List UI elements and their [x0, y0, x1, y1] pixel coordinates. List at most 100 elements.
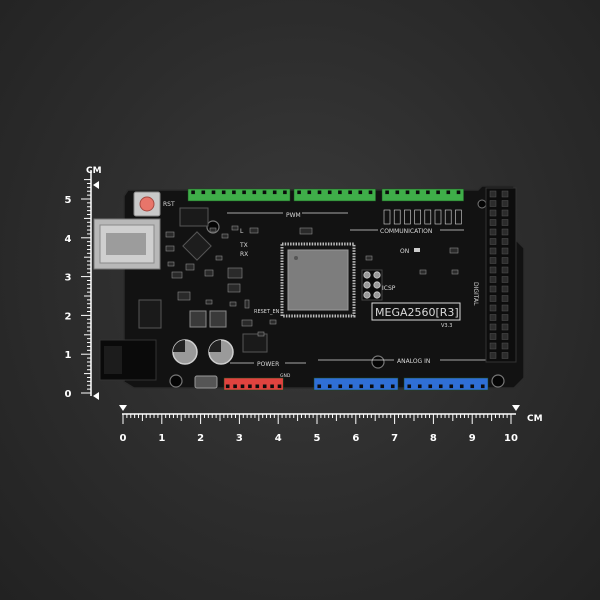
pin-label-box	[414, 209, 421, 225]
h-ruler-label: 8	[430, 433, 437, 444]
pin-headers	[187, 187, 517, 391]
pwm-label: PWM	[286, 212, 301, 219]
pwm-header-0-7	[293, 188, 376, 202]
pin-label-box	[444, 209, 452, 225]
header-pin	[225, 384, 230, 389]
header-pin	[501, 342, 509, 350]
h-ruler-unit: CM	[527, 414, 543, 424]
header-pin	[262, 190, 267, 195]
header-pin	[233, 384, 237, 389]
header-pin	[489, 314, 497, 321]
header-pin	[438, 384, 443, 389]
header-pin	[338, 384, 343, 389]
header-pin	[270, 384, 274, 389]
header-pin	[255, 384, 260, 389]
icsp-pin	[373, 291, 381, 299]
atmega2560-chip	[280, 242, 356, 318]
header-pin	[297, 190, 301, 195]
header-pin	[489, 342, 497, 350]
header-pin	[283, 190, 287, 195]
header-pin	[428, 384, 433, 389]
smd-part	[209, 227, 217, 233]
header-pin	[501, 352, 509, 359]
header-pin	[501, 190, 509, 198]
crystal	[194, 375, 218, 389]
header-pin	[501, 238, 509, 245]
model-label: MEGA2560[R3]	[375, 306, 459, 319]
header-pin	[501, 304, 509, 312]
mounting-hole	[371, 355, 385, 369]
inductor	[209, 310, 227, 328]
smd-part	[165, 231, 175, 238]
pin-label-box	[393, 209, 401, 225]
h-ruler-label: 6	[352, 433, 359, 444]
left-marker-icon	[119, 405, 127, 411]
voltage-regulator	[138, 299, 162, 329]
smd-part	[227, 267, 243, 279]
smd-part	[419, 269, 427, 275]
header-pin	[221, 190, 226, 195]
pin-label-box	[434, 209, 442, 225]
usb-b-connector	[93, 218, 161, 270]
header-pin	[317, 190, 322, 195]
header-pin	[489, 228, 497, 236]
header-pin	[489, 352, 497, 359]
h-ruler-label: 9	[469, 433, 476, 444]
header-pin	[252, 190, 257, 195]
header-pin	[501, 276, 509, 283]
header-pin	[338, 190, 342, 195]
smd-part	[365, 255, 373, 261]
header-pin	[348, 384, 353, 389]
header-pin	[489, 219, 497, 226]
gnd-label: GND	[280, 373, 291, 379]
digital-label: DIGITAL	[472, 282, 479, 306]
inductor	[189, 310, 207, 328]
pin-label-box	[424, 209, 432, 225]
header-pin	[489, 276, 497, 283]
smd-part	[171, 271, 183, 279]
header-pin	[501, 333, 509, 340]
header-pin	[417, 384, 422, 389]
mounting-hole	[491, 374, 505, 388]
header-pin	[242, 190, 246, 195]
pin-label-box	[383, 209, 391, 225]
smd-part	[451, 269, 459, 275]
header-pin	[449, 384, 454, 389]
analog-header-8-15	[403, 377, 489, 391]
version-label: V3.3	[441, 323, 452, 329]
header-pin	[426, 190, 430, 195]
smd-part	[165, 245, 175, 252]
rst-label: RST	[163, 201, 175, 208]
icsp-header-small	[179, 207, 209, 227]
header-pin	[501, 314, 509, 321]
v-ruler-label: 1	[65, 350, 72, 361]
header-pin	[277, 384, 282, 389]
analog-header-0-7	[313, 377, 399, 391]
header-pin	[501, 228, 509, 236]
header-pin	[390, 384, 395, 389]
header-pin	[359, 384, 364, 389]
header-pin	[501, 247, 509, 255]
v-ruler-label: 0	[65, 389, 72, 400]
led-on-label: ON	[400, 248, 409, 255]
h-ruler-label: 7	[391, 433, 398, 444]
header-pin	[317, 384, 322, 389]
header-pin	[489, 285, 497, 293]
icsp-pin	[373, 271, 381, 279]
smd-part	[231, 225, 239, 231]
header-pin	[348, 190, 352, 195]
header-pin	[307, 190, 312, 195]
analog-in-label: ANALOG IN	[397, 358, 430, 365]
reset-button	[133, 191, 161, 217]
header-pin	[501, 257, 509, 264]
header-pin	[446, 190, 451, 195]
header-pin	[489, 257, 497, 264]
header-pin	[489, 323, 497, 331]
header-pin	[395, 190, 400, 195]
smd-part	[241, 319, 253, 327]
v-ruler-label: 3	[65, 273, 72, 284]
header-pin	[501, 285, 509, 293]
mounting-hole	[477, 199, 487, 209]
header-pin	[385, 190, 389, 195]
